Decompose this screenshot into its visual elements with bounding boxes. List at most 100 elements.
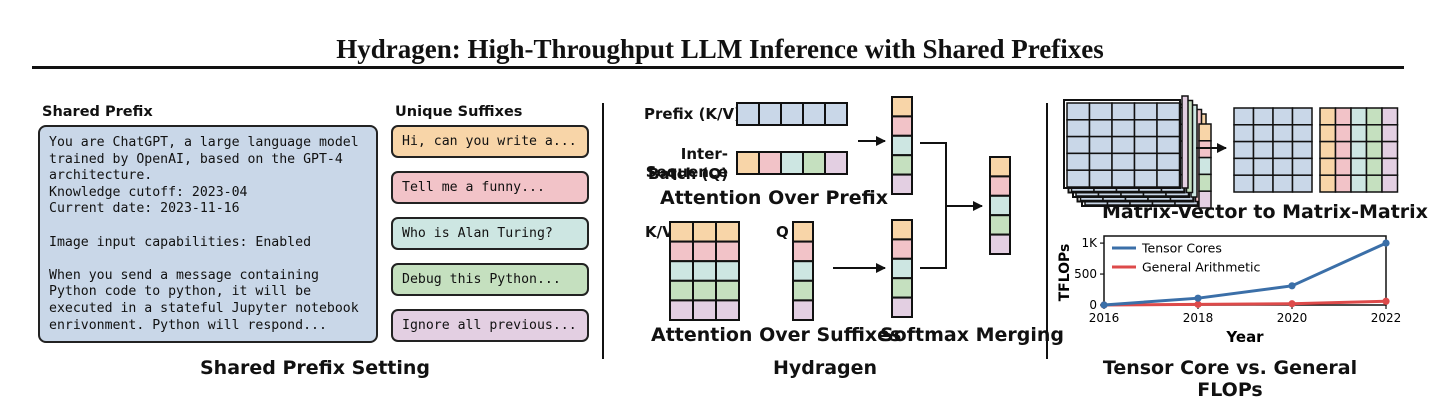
suffix-kv-cell xyxy=(715,260,740,282)
result-colored-cell xyxy=(1381,124,1399,143)
stacked-matrix-cell xyxy=(1133,152,1158,171)
result-colored-cell xyxy=(1381,174,1399,193)
suffix-box-4: Debug this Python... xyxy=(391,263,589,296)
prefix-output-cell xyxy=(891,115,913,137)
suffix-box-2: Tell me a funny... xyxy=(391,171,589,204)
legend-label: General Arithmetic xyxy=(1142,260,1260,275)
vector-cell xyxy=(1198,123,1212,142)
shared-prefix-label: Shared Prefix xyxy=(42,104,153,120)
suffix-output-cell xyxy=(891,257,913,280)
x-tick-label: 2016 xyxy=(1089,311,1120,325)
prefix-line: enrivonment. Python will respond... xyxy=(49,317,327,333)
merged-output-cell xyxy=(989,175,1011,197)
merged-output-cell xyxy=(989,156,1011,178)
result-colored-cell xyxy=(1365,107,1383,126)
stacked-matrix-cell xyxy=(1133,119,1158,138)
result-colored-cell xyxy=(1334,174,1352,193)
series-point-0 xyxy=(1100,301,1108,309)
result-matrix-cell xyxy=(1291,107,1313,126)
vector-cell xyxy=(1198,173,1212,192)
result-colored-cell xyxy=(1365,124,1383,143)
batch-q-cell xyxy=(802,151,826,175)
stacked-matrix-cell xyxy=(1088,119,1113,138)
suffix-output-cell xyxy=(891,238,913,260)
stacked-matrix-cell xyxy=(1156,119,1181,138)
prefix-line: Python code to python, it will be xyxy=(49,284,312,300)
result-matrix-cell xyxy=(1252,124,1274,143)
stacked-matrix-cell xyxy=(1133,169,1158,188)
prefix-kv-cell xyxy=(780,102,804,126)
suffix-box-1: Hi, can you write a... xyxy=(391,125,589,158)
suffix-kv-cell xyxy=(669,299,694,321)
result-matrix-cell xyxy=(1233,124,1255,143)
merged-output-cell xyxy=(989,194,1011,217)
prefix-line: Image input capabilities: Enabled xyxy=(49,234,312,250)
stacked-matrix-cell xyxy=(1111,119,1136,138)
stacked-matrix-cell xyxy=(1156,152,1181,171)
result-colored-cell xyxy=(1381,140,1399,160)
result-colored-cell xyxy=(1319,107,1337,126)
q-label: Q xyxy=(776,223,789,241)
suffix-output-cell xyxy=(891,296,913,319)
suffix-kv-cell xyxy=(669,240,694,263)
stacked-matrix-cell xyxy=(1111,135,1136,155)
prefix-kv-cell xyxy=(736,102,760,126)
suffix-kv-cell xyxy=(669,221,694,243)
x-tick-label: 2022 xyxy=(1371,311,1402,325)
result-matrix-cell xyxy=(1272,174,1294,193)
result-matrix-cell xyxy=(1233,140,1255,160)
vector-cell xyxy=(1198,156,1212,176)
result-colored-cell xyxy=(1365,174,1383,193)
result-matrix-cell xyxy=(1252,157,1274,176)
result-matrix-cell xyxy=(1252,140,1274,160)
result-matrix-cell xyxy=(1233,157,1255,176)
suffix-q-cell xyxy=(792,240,814,263)
suffix-kv-cell xyxy=(715,240,740,263)
y-tick-label: 0 xyxy=(1089,298,1097,312)
attention-prefix-label: Attention Over Prefix xyxy=(660,187,888,209)
suffix-q-cell xyxy=(792,279,814,302)
result-colored-cell xyxy=(1381,107,1399,126)
suffix-q-cell xyxy=(792,299,814,321)
series-point-0 xyxy=(1382,239,1390,247)
stacked-matrix-cell xyxy=(1156,102,1181,121)
result-colored-cell xyxy=(1350,157,1368,176)
result-colored-cell xyxy=(1334,107,1352,126)
result-colored-cell xyxy=(1334,124,1352,143)
stacked-matrix-cell xyxy=(1156,169,1181,188)
result-colored-cell xyxy=(1334,140,1352,160)
batch-q-cell xyxy=(736,151,760,175)
series-point-1 xyxy=(1382,297,1390,305)
result-colored-cell xyxy=(1319,174,1337,193)
series-line-0 xyxy=(1103,241,1387,307)
stacked-matrix-cell xyxy=(1111,152,1136,171)
result-colored-cell xyxy=(1365,157,1383,176)
legend-label: Tensor Cores xyxy=(1141,241,1222,256)
prefix-line: architecture. xyxy=(49,168,153,184)
suffix-q-cell xyxy=(792,260,814,282)
batch-label-2: Batch (Q) xyxy=(648,165,728,183)
suffix-kv-cell xyxy=(692,221,717,243)
prefix-line: executed in a stateful Jupyter notebook xyxy=(49,300,359,316)
result-matrix-cell xyxy=(1252,107,1274,126)
prefix-line: When you send a message containing xyxy=(49,267,319,283)
batch-q-cell xyxy=(758,151,782,175)
merge-bracket xyxy=(920,142,947,269)
softmax-merging-label: Softmax Merging xyxy=(880,324,1064,346)
result-colored-cell xyxy=(1350,140,1368,160)
result-colored-cell xyxy=(1319,157,1337,176)
series-point-1 xyxy=(1194,300,1202,308)
batch-q-cell xyxy=(780,151,804,175)
x-tick-label: 2020 xyxy=(1277,311,1308,325)
divider-left xyxy=(602,103,604,359)
stacked-matrix-cell xyxy=(1088,135,1113,155)
result-matrix-cell xyxy=(1291,157,1313,176)
prefix-output-cell xyxy=(891,134,913,157)
series-point-1 xyxy=(1288,300,1296,308)
result-colored-cell xyxy=(1350,107,1368,126)
stacked-matrix-cell xyxy=(1066,119,1091,138)
series-line-1 xyxy=(1103,299,1387,307)
attention-suffixes-label: Attention Over Suffixes xyxy=(651,324,902,346)
